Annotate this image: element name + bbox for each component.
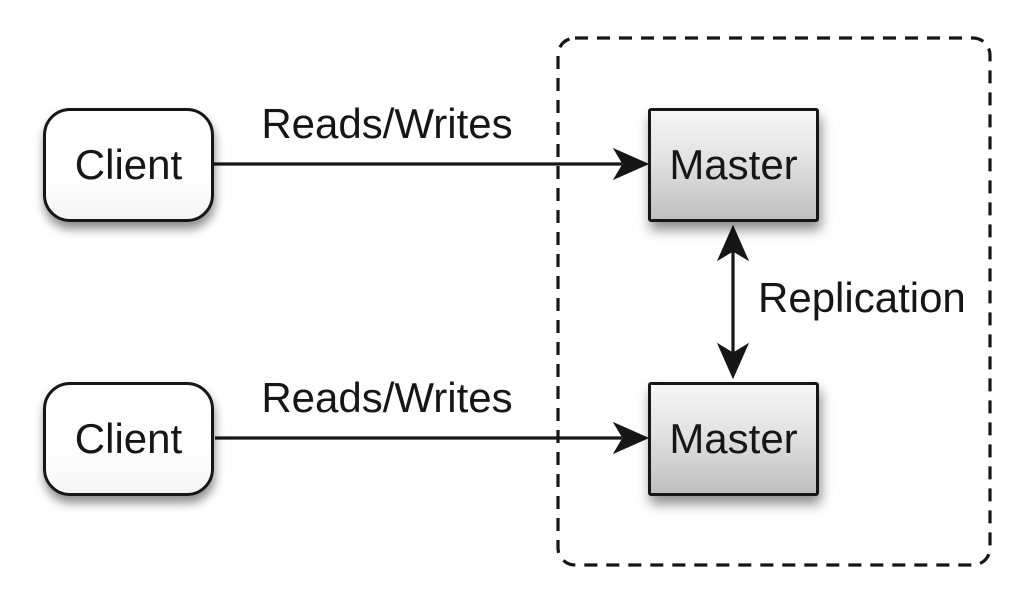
reads-writes-label-top: Reads/Writes (261, 100, 513, 147)
reads-writes-arrow-top (213, 147, 650, 181)
client-node-bottom: Client (43, 382, 214, 496)
client-node-top-label: Client (74, 141, 183, 188)
master-node-bottom: Master (648, 382, 819, 496)
reads-writes-label-bottom: Reads/Writes (261, 374, 513, 421)
master-node-top: Master (648, 108, 819, 222)
client-node-bottom-label: Client (74, 415, 183, 462)
client-node-top: Client (43, 108, 214, 222)
master-node-top-label: Master (669, 141, 798, 188)
replication-arrow (716, 224, 750, 380)
master-node-bottom-label: Master (669, 415, 798, 462)
reads-writes-arrow-bottom (215, 421, 650, 455)
replication-label: Replication (758, 274, 966, 321)
